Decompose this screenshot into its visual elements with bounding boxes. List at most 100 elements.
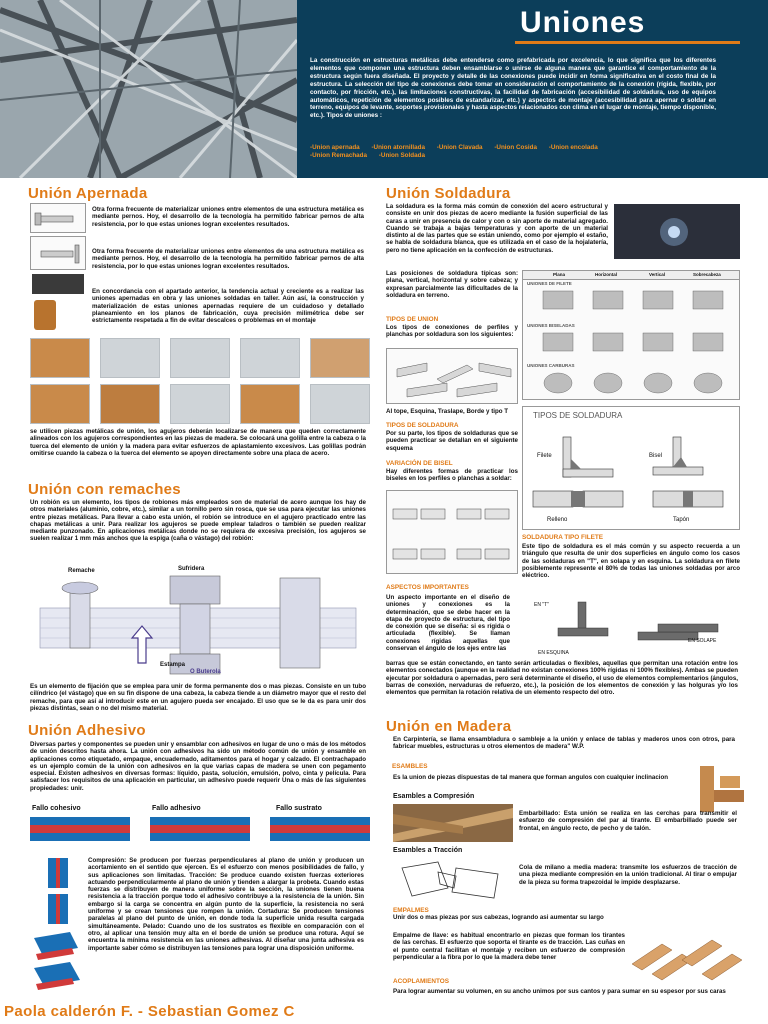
madera-heading: Unión en Madera: [386, 718, 512, 735]
apernada-heading: Unión Apernada: [28, 185, 148, 202]
label-en-esquina: EN ESQUINA: [538, 650, 569, 656]
compression-joint-photo: [393, 804, 513, 842]
table-row-label: UNIONES DE FILETE: [527, 281, 572, 286]
sub-soldadura-filete: SOLDADURA TIPO FILETE: [522, 534, 604, 541]
remaches-paragraph-1: Un robión es un elemento, los tipos de r…: [30, 499, 366, 543]
apernada-paragraph-3: En concordancia con el apartado anterior…: [92, 288, 364, 325]
table-header: Sobrecabeza: [693, 272, 721, 277]
label-buterola: O Buterola: [190, 669, 221, 675]
madera-paragraph-3: Embarbillado: Esta unión se realiza en l…: [519, 810, 737, 832]
sub-aspectos-importantes: ASPECTOS IMPORTANTES: [386, 584, 469, 591]
type-item: -Union Remachada: [310, 151, 368, 159]
table-header: Plana: [553, 272, 566, 277]
wood-splice-photo: [631, 934, 743, 984]
weld-label-tapon: Tapón: [673, 517, 690, 523]
type-item: -Union encolada: [548, 144, 598, 151]
weld-types-title: TIPOS DE SOLDADURA: [533, 411, 623, 420]
soldadura-paragraph-7: Este tipo de soldadura es el más común y…: [522, 543, 740, 580]
label-fallo-adhesivo: Fallo adhesivo: [152, 805, 201, 812]
madera-paragraph-6: Empalme de llave: es habitual encontrarl…: [393, 932, 625, 961]
connection-thumbnail: [100, 384, 160, 424]
authors-footer: Paola calderón F. - Sebastian Gomez C: [4, 1003, 295, 1020]
adhesivo-heading: Unión Adhesivo: [28, 722, 146, 739]
connection-thumbnail: [170, 384, 230, 424]
soldadura-heading: Unión Soldadura: [386, 185, 511, 202]
apernada-paragraph-2: Otra forma frecuente de materializar uni…: [92, 248, 364, 270]
weld-types-diagram: TIPOS DE SOLDADURA Filete Bisel Relleno …: [522, 406, 740, 530]
connection-thumbnail: [240, 384, 300, 424]
sub-tipos-soldadura: TIPOS DE SOLDADURA: [386, 422, 459, 429]
type-item: -Union apernada: [310, 144, 360, 151]
connection-thumbnail: [310, 384, 370, 424]
label-fallo-cohesivo: Fallo cohesivo: [32, 805, 81, 812]
table-row-label: UNIONES CARBURAS: [527, 363, 575, 368]
apernada-paragraph-1: Otra forma frecuente de materializar uni…: [92, 206, 364, 228]
label-en-t: EN "T": [534, 602, 549, 608]
soldadura-paragraph-9: barras que se están conectando, en tanto…: [386, 660, 738, 697]
title-underline: [515, 41, 740, 44]
madera-paragraph-1: En Carpintería, se llama ensambladura o …: [393, 736, 735, 751]
bolt-photo: [32, 274, 84, 294]
bolt-drawing-2: [30, 236, 86, 270]
remaches-heading: Unión con remaches: [28, 481, 181, 498]
dovetail-joint-drawing: [398, 858, 508, 904]
soldadura-paragraph-2: Las posiciones de soldadura típicas son:…: [386, 270, 518, 299]
connection-thumbnail: [30, 384, 90, 424]
sub-acoplamientos: ACOPLAMIENTOS: [393, 978, 449, 985]
sub-tipos-union: TIPOS DE UNION: [386, 316, 439, 323]
weld-label-filete: Filete: [537, 453, 552, 459]
bevel-variation-diagram: [386, 490, 518, 574]
apernada-paragraph-4: se utilicen piezas metálicas de unión, l…: [30, 428, 366, 457]
label-en-solape: EN SOLAPE: [688, 638, 717, 644]
label-estampa: Estampa: [160, 662, 186, 668]
connection-thumbnail: [170, 338, 230, 378]
sub-ensambles: ESAMBLES: [392, 763, 428, 770]
connection-thumbnail: [100, 338, 160, 378]
madera-paragraph-2: Es la union de piezas dispuestas de tal …: [393, 774, 669, 781]
connection-thumbnail: [30, 338, 90, 378]
type-item: -Union Clavada: [436, 144, 483, 151]
soldadura-paragraph-8: Un aspecto importante en el diseño de un…: [386, 594, 510, 653]
madera-paragraph-7: Para lograr aumentar su volumen, en su a…: [393, 988, 726, 995]
soldadura-paragraph-4: Al tope, Esquina, Traslape, Borde y tipo…: [386, 408, 509, 415]
header-photo-steel-structure: [0, 0, 297, 178]
steel-structure-illustration: [0, 0, 297, 178]
label-remache: Remache: [68, 568, 95, 574]
page-title: Uniones: [520, 6, 646, 39]
adhesivo-paragraph-1: Diversas partes y componentes se pueden …: [30, 741, 366, 792]
weld-joint-photos: EN "T" EN ESQUINA EN SOLAPE: [518, 592, 740, 658]
intro-text: La construcción en estructuras metálicas…: [310, 57, 716, 120]
bolt-drawing-1: [30, 203, 86, 233]
type-item: -Union Cosida: [494, 144, 537, 151]
table-header-row: Plana Horizontal Vertical Sobrecabeza: [523, 271, 739, 280]
adhesivo-paragraph-2: Compresión: Se producen por fuerzas perp…: [88, 857, 364, 952]
soldadura-paragraph-1: La soldadura es la forma más común de co…: [386, 203, 608, 254]
joint-types-diagram: [386, 348, 518, 404]
sub-compresion: Esambles a Compresión: [393, 793, 475, 800]
remaches-paragraph-2: Es un elemento de fijación que se emplea…: [30, 683, 366, 712]
table-header: Horizontal: [595, 272, 617, 277]
header-panel: [297, 0, 768, 178]
type-item: -Union Soldada: [378, 151, 425, 159]
table-row-label: UNIONES BISELADAS: [527, 323, 575, 328]
wood-joint-photo: [694, 762, 746, 814]
welding-positions-table: Plana Horizontal Vertical Sobrecabeza UN…: [522, 270, 740, 400]
sub-traccion: Esambles a Tracción: [393, 847, 463, 854]
union-types-list: -Union apernada -Union atornillada -Unio…: [310, 144, 730, 160]
rivet-diagram: Remache Sufridera Estampa O Buterola: [30, 566, 366, 678]
label-sufridera: Sufridera: [178, 566, 205, 572]
madera-paragraph-5: Unir dos o mas piezas por sus cabezas, l…: [393, 914, 604, 921]
soldadura-paragraph-3: Los tipos de conexiones de perfiles y pl…: [386, 324, 518, 339]
welding-photo: [614, 204, 740, 259]
adhesive-failure-diagrams: Fallo cohesivo Fallo adhesivo Fallo sust…: [30, 805, 370, 855]
connection-thumbnail: [240, 338, 300, 378]
table-header: Vertical: [649, 272, 666, 277]
label-fallo-sustrato: Fallo sustrato: [276, 805, 322, 812]
sub-empalmes: EMPALMES: [393, 907, 429, 914]
type-item: -Union atornillada: [371, 144, 425, 151]
weld-label-relleno: Relleno: [547, 517, 568, 523]
madera-paragraph-4: Cola de milano a media madera: transmite…: [519, 864, 737, 886]
sub-variacion-bisel: VARIACIÓN DE BISEL: [386, 460, 453, 467]
soldadura-paragraph-5: Por su parte, los tipos de soldaduras qu…: [386, 430, 518, 452]
adhesive-stress-diagrams: [30, 858, 84, 998]
